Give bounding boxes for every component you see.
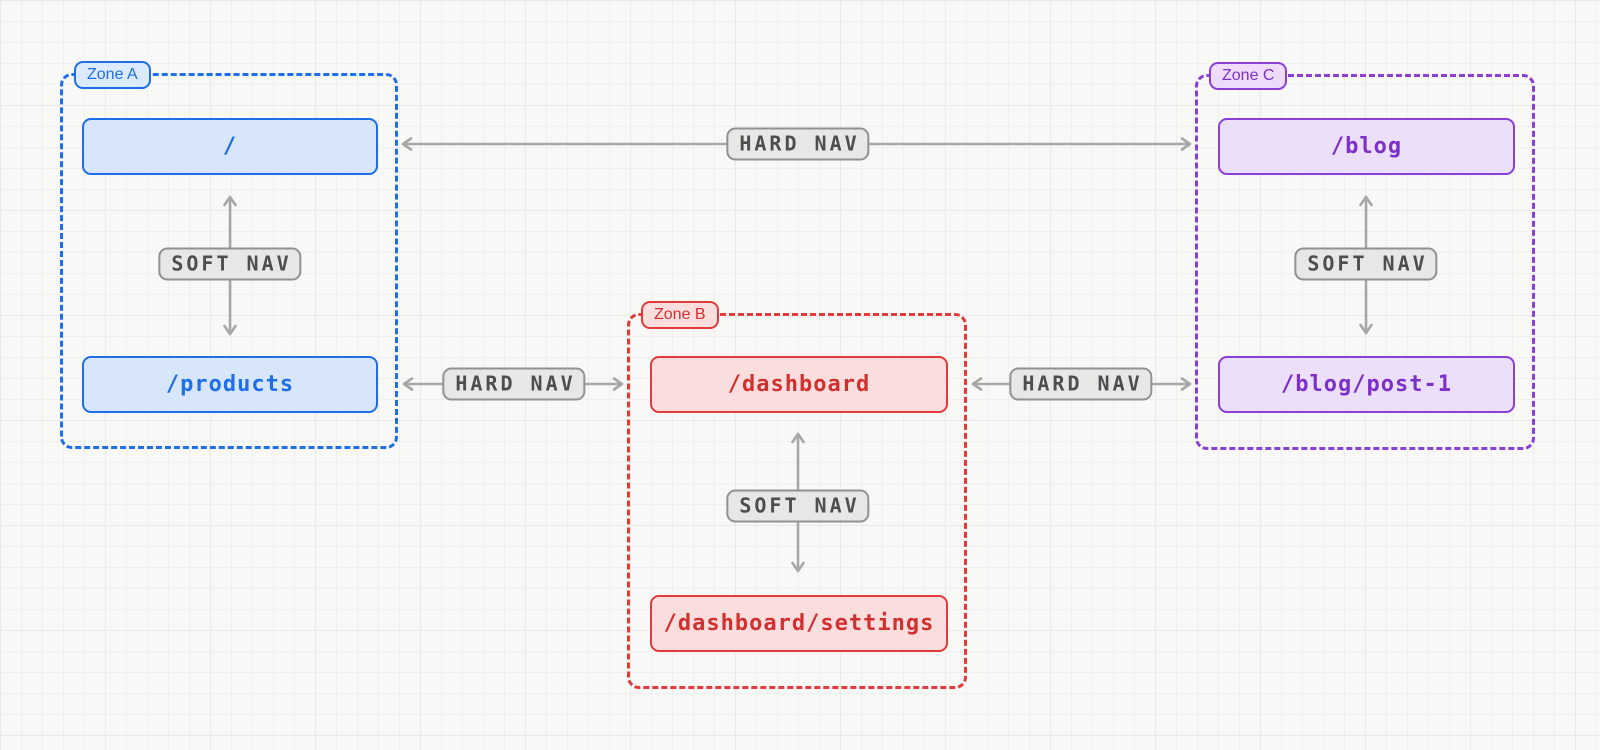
node-products: /products [82, 356, 378, 413]
node-root: / [82, 118, 378, 175]
zone-a-label: Zone A [74, 61, 151, 89]
zone-c-boundary: Zone C [1195, 62, 1535, 450]
zone-a-boundary: Zone A [60, 61, 398, 449]
edge-label-hard-nav-top: HARD NAV [726, 127, 870, 161]
edge-label-soft-nav-zone-a: SOFT NAV [158, 247, 302, 281]
edge-label-hard-nav-left: HARD NAV [442, 367, 586, 401]
node-blog-post-1: /blog/post-1 [1218, 356, 1515, 413]
zone-b-boundary: Zone B [627, 301, 967, 689]
node-dashboard: /dashboard [650, 356, 948, 413]
zone-c-label: Zone C [1209, 62, 1288, 90]
edge-label-soft-nav-zone-b: SOFT NAV [726, 489, 870, 523]
node-dashboard-settings: /dashboard/settings [650, 595, 948, 652]
edge-label-hard-nav-right: HARD NAV [1009, 367, 1153, 401]
zone-b-label: Zone B [641, 301, 719, 329]
edge-label-soft-nav-zone-c: SOFT NAV [1294, 247, 1438, 281]
node-blog: /blog [1218, 118, 1515, 175]
